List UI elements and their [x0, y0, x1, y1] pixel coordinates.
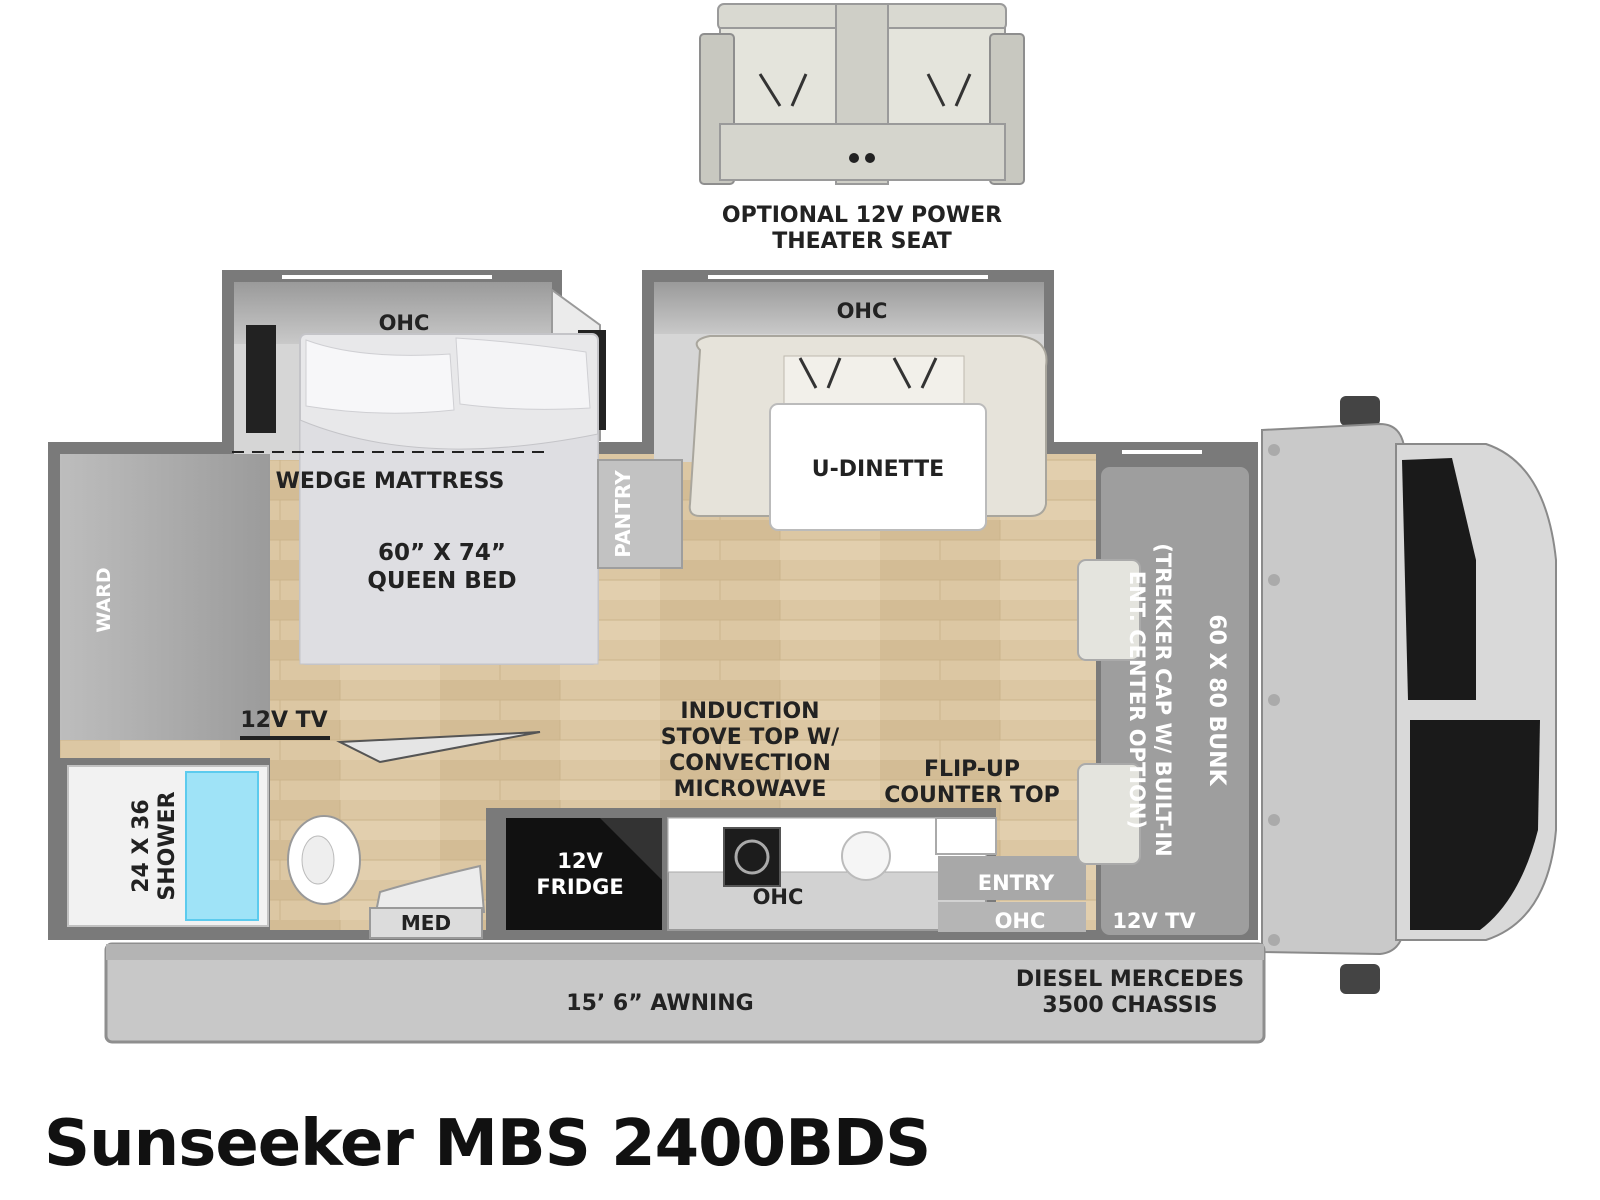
shower-label: SHOWER: [155, 791, 180, 900]
pantry-label: PANTRY: [611, 470, 635, 558]
queen-bed: [299, 333, 599, 665]
theater-seat-option: [699, 3, 1025, 185]
model-title: Sunseeker MBS 2400BDS: [44, 1107, 931, 1181]
bunk-label-3: ENT. CENTER OPTION): [1125, 571, 1149, 829]
dinette-ohc: [654, 282, 1044, 334]
queen-bed-label: QUEEN BED: [367, 568, 516, 594]
chassis-label-2: 3500 CHASSIS: [1042, 993, 1217, 1018]
driver-seat: [1077, 763, 1141, 865]
cab-tv-label: 12V TV: [1112, 909, 1196, 933]
stove-top: [723, 827, 781, 887]
entry-step: [938, 856, 1086, 900]
counter-label-2: COUNTER TOP: [884, 783, 1060, 808]
bunk-label-2: (TREKKER CAP W/ BUILT-IN: [1151, 543, 1175, 856]
fridge-label-2: FRIDGE: [536, 875, 623, 899]
shower-glass: [185, 771, 259, 921]
dinette-label: U-DINETTE: [812, 457, 944, 482]
entry-ohc-label: OHC: [995, 909, 1046, 933]
fridge-label-1: 12V: [557, 849, 603, 873]
wardrobe: [60, 454, 270, 740]
medicine-cabinet: [369, 907, 483, 939]
bed-size-label: 60” X 74”: [378, 540, 506, 566]
optional-seat-label-1: OPTIONAL 12V POWER: [722, 203, 1002, 228]
stove-label-2: STOVE TOP W/: [661, 725, 840, 750]
dinette-ohc-label: OHC: [837, 299, 888, 323]
shower-size-label: 24 X 36: [129, 799, 154, 893]
entry-label: ENTRY: [978, 871, 1055, 895]
u-dinette: [688, 335, 1048, 531]
med-label: MED: [401, 911, 451, 935]
bedroom-ohc-label: OHC: [379, 311, 430, 335]
optional-seat-label-2: THEATER SEAT: [772, 229, 952, 254]
entry-ohc: [938, 902, 1086, 932]
stove-label-4: MICROWAVE: [674, 777, 827, 802]
chassis-label-1: DIESEL MERCEDES: [1016, 967, 1244, 992]
stove-label-1: INDUCTION: [680, 699, 819, 724]
passenger-seat: [1077, 559, 1141, 661]
cab-front: [1261, 396, 1557, 994]
wedge-mattress-label: WEDGE MATTRESS: [276, 469, 505, 494]
bunk-label-1: 60 X 80 BUNK: [1204, 614, 1229, 786]
ward-label: WARD: [93, 567, 115, 632]
stove-label-3: CONVECTION: [669, 751, 831, 776]
counter-label-1: FLIP-UP: [924, 757, 1020, 782]
galley-ohc-label: OHC: [753, 885, 804, 909]
flip-up-counter: [935, 817, 997, 855]
pantry: [597, 459, 683, 569]
awning-label: 15’ 6” AWNING: [566, 991, 753, 1016]
bedroom-tv-label: 12V TV: [240, 708, 327, 733]
